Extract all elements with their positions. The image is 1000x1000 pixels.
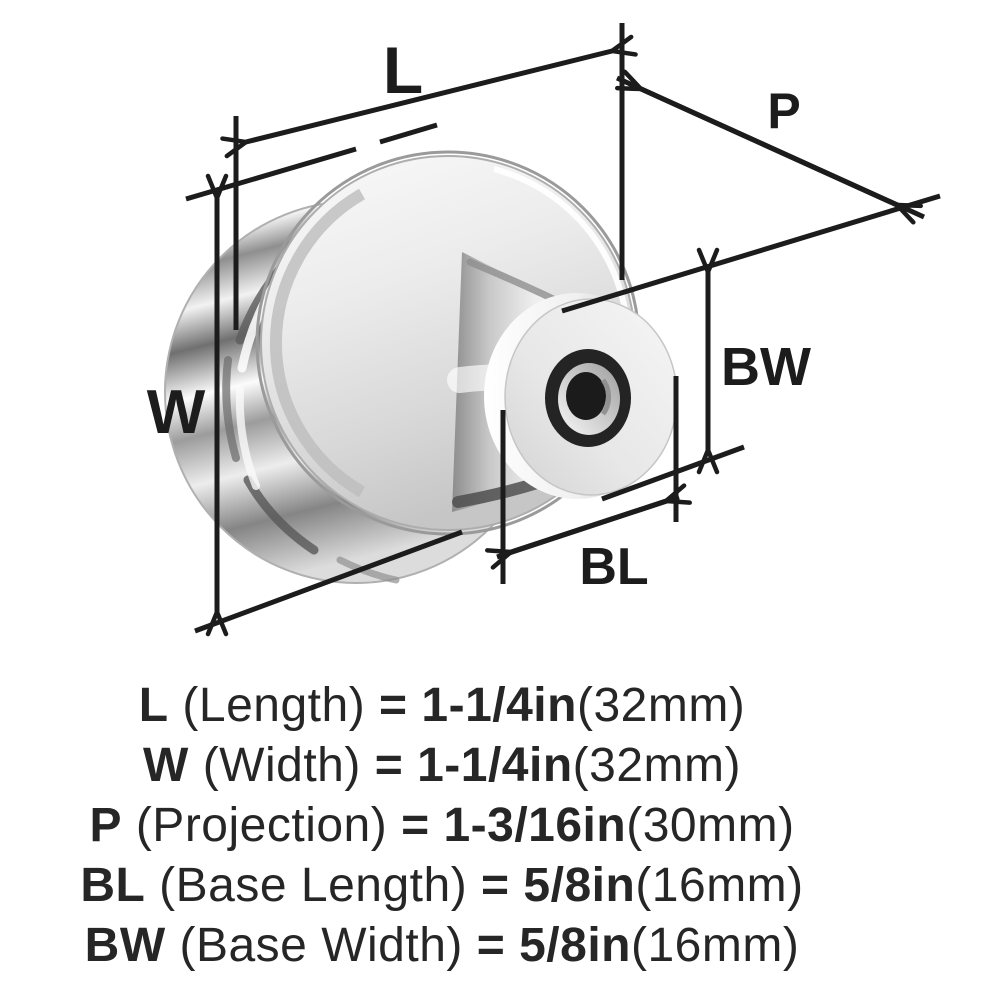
- extension-line-w-bottom: [194, 529, 463, 634]
- spec-value-metric: (16mm): [635, 859, 804, 912]
- spec-abbr: L: [138, 679, 169, 732]
- spec-value-inches: 1-1/4in: [421, 679, 577, 732]
- screw-hex-hole: [566, 372, 606, 420]
- spec-line: BW (Base Width) = 5/8in(16mm): [42, 916, 842, 976]
- dim-label-base-length: BL: [579, 538, 648, 596]
- spec-value-metric: (32mm): [576, 679, 746, 732]
- spec-value-inches: 5/8in: [523, 859, 636, 912]
- dim-label-projection: P: [767, 83, 800, 139]
- dim-label-width: W: [147, 378, 206, 447]
- spec-equals: =: [374, 739, 418, 792]
- spec-equals: =: [481, 859, 524, 912]
- spec-value-metric: (30mm): [626, 799, 795, 852]
- knob-dimension-diagram: L P W BW BL: [147, 23, 941, 660]
- spec-value-metric: (32mm): [572, 739, 741, 792]
- spec-abbr: P: [89, 799, 122, 852]
- hex-hole-bevel: [600, 378, 612, 416]
- dim-label-length: L: [383, 33, 423, 107]
- spec-abbr: BW: [84, 919, 166, 972]
- dim-arrow-base-length: [511, 501, 666, 552]
- spec-value-inches: 1-1/4in: [417, 739, 573, 792]
- spec-line: W (Width) = 1-1/4in(32mm): [42, 736, 842, 796]
- dim-label-base-width: BW: [721, 337, 811, 397]
- spec-name: (Length): [182, 679, 366, 732]
- dim-arrow-projection: [641, 89, 897, 205]
- spec-name: (Projection): [135, 799, 388, 852]
- spec-value-metric: (16mm): [631, 919, 800, 972]
- spec-name: (Base Length): [159, 859, 468, 912]
- knob-illustration: [164, 150, 678, 584]
- spec-equals: =: [401, 799, 444, 852]
- head-face-inner-shade: [270, 188, 366, 498]
- extension-line-w-top-b: [379, 122, 438, 145]
- extension-line-base-top: [561, 193, 941, 314]
- spec-value-inches: 1-3/16in: [443, 799, 627, 852]
- spec-line: L (Length) = 1-1/4in(32mm): [42, 676, 842, 736]
- spec-value-inches: 5/8in: [519, 919, 631, 972]
- spec-equals: =: [476, 919, 520, 972]
- spec-abbr: BL: [80, 859, 146, 912]
- spec-line: BL (Base Length) = 5/8in(16mm): [42, 856, 842, 916]
- spec-abbr: W: [143, 739, 189, 792]
- dimension-arrows: [217, 51, 897, 612]
- spec-name: (Width): [202, 739, 361, 792]
- spec-equals: =: [379, 679, 422, 732]
- dim-arrow-length: [246, 51, 612, 142]
- spec-line: P (Projection) = 1-3/16in(30mm): [42, 796, 842, 856]
- spec-name: (Base Width): [179, 919, 463, 972]
- spec-list: L (Length) = 1-1/4in(32mm)W (Width) = 1-…: [42, 676, 842, 976]
